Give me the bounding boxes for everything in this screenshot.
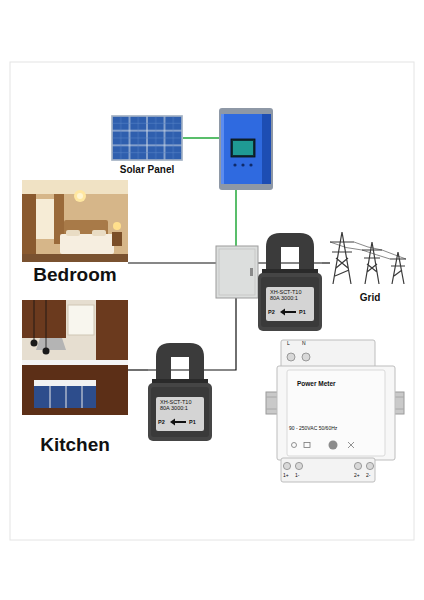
current-clamp-node: XH-SCT-T10 80A 3000:1P2 P1: [148, 343, 212, 441]
kitchen-photo: [22, 365, 128, 415]
device-label: 2+: [354, 473, 364, 479]
clamp-label: P2: [158, 419, 170, 425]
bedroom-photo: [22, 180, 128, 194]
kitchen-photo: [22, 300, 128, 415]
bedroom-photo: [66, 230, 80, 236]
solar-panel-illustration: [111, 115, 183, 161]
node-label: Kitchen: [22, 434, 128, 456]
power-meter: [287, 370, 385, 456]
power-meter: [366, 462, 373, 469]
clamp-label: XH-SCT-T10 80A 3000:1: [270, 289, 310, 302]
power-meter: [292, 443, 297, 448]
bedroom-photo: [22, 194, 36, 254]
bedroom-photo: [74, 190, 86, 202]
distribution-box: [219, 249, 255, 295]
kitchen-photo: [96, 300, 128, 360]
solar-panel-illustration: [111, 115, 183, 161]
bedroom-photo: [22, 254, 128, 262]
power-meter: [281, 340, 375, 368]
inverter-illustration: [221, 114, 271, 184]
kitchen-photo: [36, 338, 66, 350]
power-meter: [329, 441, 338, 450]
current-clamp: [258, 233, 322, 331]
inverter-illustration: [219, 108, 273, 190]
bedroom-photo: [60, 234, 114, 254]
solar-wire: [183, 137, 222, 139]
kitchen-photo: [66, 386, 67, 408]
distribution-box: [216, 246, 258, 298]
device-label: 2-: [366, 473, 376, 479]
kitchen-photo: [68, 305, 94, 335]
bedroom-photo: [113, 222, 121, 230]
grid-node: Grid: [330, 228, 410, 308]
kitchen-photo: [50, 386, 51, 408]
bedroom-photo: [77, 193, 83, 199]
wire-connector: [128, 369, 148, 370]
pylons: [330, 242, 406, 259]
power-meter: [266, 340, 404, 482]
inverter-illustration: [249, 163, 252, 166]
device-label: L: [287, 341, 295, 347]
pylons: [330, 232, 354, 284]
distribution-box: [250, 268, 253, 276]
inverter-illustration: [233, 141, 253, 155]
current-clamp-node: XH-SCT-T10 80A 3000:1P2 P1: [258, 233, 322, 331]
distribution-box: [216, 246, 258, 298]
kitchen-photo: [22, 360, 128, 365]
solar-wire: [235, 188, 237, 246]
device-label: 1-: [295, 473, 305, 479]
device-label: Power Meter: [297, 380, 367, 387]
kitchen-photo: [34, 300, 35, 340]
power-meter: [354, 462, 361, 469]
bedroom-photo: [92, 230, 106, 236]
device-label: 90 - 250VAC 50/60Hz: [289, 426, 381, 432]
device-label: 1+: [283, 473, 293, 479]
node-label: Grid: [330, 292, 410, 304]
inverter-illustration: [231, 139, 255, 157]
room-node: Kitchen: [22, 300, 128, 460]
solar-panel-illustration: [112, 116, 182, 160]
current-clamp: [148, 343, 212, 441]
power-meter: [283, 462, 290, 469]
kitchen-photo: [22, 300, 66, 338]
kitchen-photo: [43, 348, 50, 355]
inverter-illustration: [262, 114, 271, 184]
power-meter: [302, 353, 310, 361]
kitchen-photo: [46, 300, 47, 348]
inverter-illustration: [221, 114, 224, 184]
wire-connector: [322, 262, 330, 263]
kitchen-photo: [34, 386, 96, 408]
wire: [128, 262, 216, 263]
page-frame: [10, 62, 414, 540]
pylons: [390, 252, 406, 284]
clamp-label: P1: [299, 309, 311, 315]
power-meter: [348, 442, 354, 448]
power-meter-node: L N Power Meter 90 - 250VAC 50/60Hz 1+1- 2+2-: [275, 340, 395, 482]
bedroom-photo: [22, 180, 128, 262]
bedroom-photo: [112, 232, 122, 246]
inverter-illustration: [219, 108, 273, 190]
power-meter: [281, 458, 375, 482]
power-meter: [287, 353, 295, 361]
clamp-label: P2: [268, 309, 280, 315]
kitchen-photo: [22, 300, 128, 415]
device-label: N: [302, 341, 310, 347]
power-meter: [295, 462, 302, 469]
kitchen-photo: [34, 380, 96, 386]
room-node: Bedroom: [22, 180, 128, 286]
clamp-label: XH-SCT-T10 80A 3000:1: [160, 399, 200, 412]
kitchen-photo: [82, 386, 83, 408]
node-label: Bedroom: [22, 264, 128, 286]
clamp-label: P1: [189, 419, 201, 425]
power-meter: [277, 366, 395, 460]
power-meter: [304, 443, 310, 448]
node-label: Solar Panel: [104, 164, 190, 176]
kitchen-photo: [31, 340, 38, 347]
solar-panel-node: Solar Panel: [104, 112, 190, 178]
inverter-illustration: [241, 163, 244, 166]
bedroom-photo: [22, 180, 128, 262]
inverter-illustration: [233, 163, 236, 166]
pylons: [330, 232, 406, 284]
